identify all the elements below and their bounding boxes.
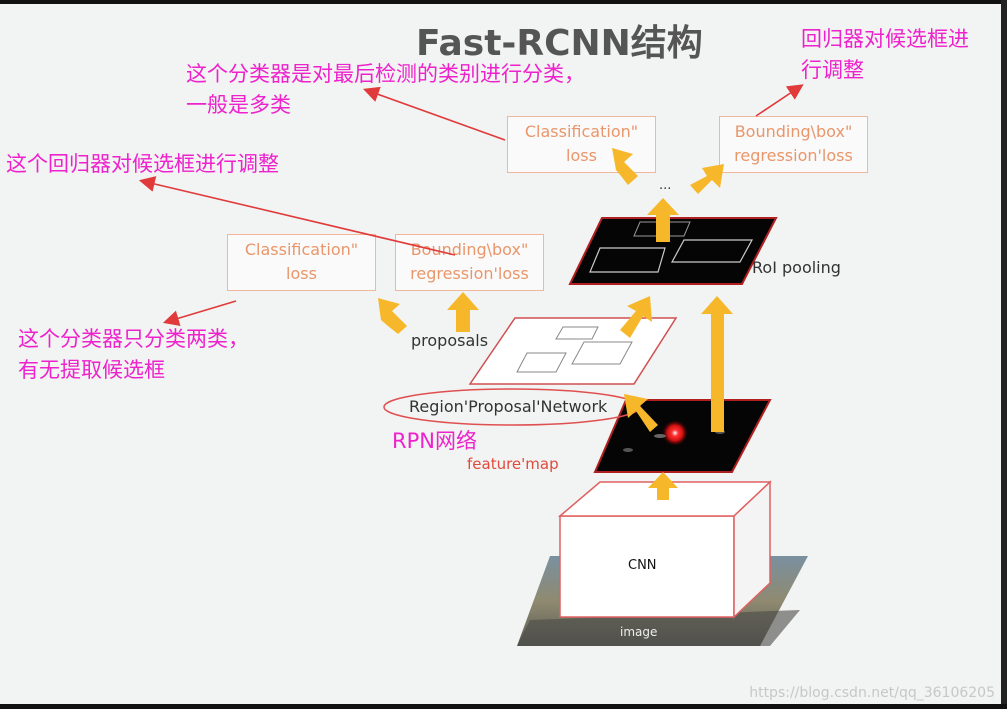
arrow-cnn-to-featuremap (648, 472, 678, 500)
anchor-point (662, 420, 688, 446)
rpn-classification-loss-box: Classification" loss (227, 234, 376, 291)
box-line: loss (566, 146, 597, 165)
rpn-bbox-regression-loss-box: Bounding\box" regression'loss (395, 234, 544, 291)
cnn-box (557, 480, 772, 619)
arrow-proposals-to-rpn-cls (378, 298, 407, 334)
annotation-line: 一般是多类 (186, 93, 291, 117)
window-frame-right (1001, 0, 1007, 709)
box-line: Classification" (244, 240, 359, 259)
arrow-featuremap-to-proposals (624, 394, 658, 432)
cnn-label: CNN (628, 558, 657, 573)
box-line: Bounding\box" (410, 240, 529, 259)
annotation-line: 这个分类器只分类两类， (18, 327, 249, 351)
arrow-to-top-cls (612, 148, 638, 185)
feature-map-label: feature'map (467, 455, 559, 473)
arrow-proposals-to-roi (620, 296, 652, 338)
ellipsis-label: ... (659, 178, 672, 193)
flow-arrows (378, 148, 733, 500)
arrow-to-top-bbox (690, 164, 724, 194)
box-line: regression'loss (410, 264, 529, 283)
window-frame-top (0, 0, 1007, 4)
annotation-top-regressor: 回归器对候选框进 行调整 (801, 24, 969, 86)
annotation-line: 有无提取候选框 (18, 358, 165, 382)
annotation-line: 回归器对候选框进 (801, 27, 969, 51)
pointer-rpn-classifier (162, 300, 237, 326)
roi-pooling-label: RoI pooling (752, 258, 841, 277)
annotation-line: 这个回归器对候选框进行调整 (6, 152, 279, 176)
proposals-label: proposals (411, 331, 489, 350)
annotation-line: 行调整 (801, 58, 864, 82)
rpn-short-label: RPN网络 (392, 429, 477, 453)
box-line: regression'loss (734, 146, 853, 165)
arrow-featuremap-to-roi (701, 296, 733, 432)
box-line: loss (286, 264, 317, 283)
roi-pooling-plane (568, 217, 778, 285)
annotation-top-classifier: 这个分类器是对最后检测的类别进行分类， 一般是多类 (186, 59, 585, 121)
annotation-rpn-classifier: 这个分类器只分类两类， 有无提取候选框 (18, 324, 249, 386)
top-bbox-regression-loss-box: Bounding\box" regression'loss (719, 116, 868, 173)
annotation-pointers (138, 84, 804, 326)
feature-map-plane (593, 399, 772, 473)
image-label: image (620, 625, 658, 639)
pointer-mid-regressor (138, 176, 456, 256)
arrow-proposals-to-rpn-bbox (447, 292, 479, 332)
page-title: Fast-RCNN结构 (416, 23, 703, 64)
box-line: Bounding\box" (734, 122, 853, 141)
window-frame-bottom (0, 704, 1007, 709)
proposals-plane (468, 317, 678, 385)
box-line: Classification" (524, 122, 639, 141)
arrow-roi-up (647, 198, 679, 242)
pointer-top-regressor (755, 84, 804, 117)
watermark: https://blog.csdn.net/qq_36106205 (749, 685, 995, 701)
pointer-top-classifier (362, 86, 506, 141)
annotation-mid-regressor: 这个回归器对候选框进行调整 (6, 149, 279, 180)
annotation-line: 这个分类器是对最后检测的类别进行分类， (186, 62, 585, 86)
rpn-label: Region'Proposal'Network (409, 397, 608, 416)
top-classification-loss-box: Classification" loss (507, 116, 656, 173)
